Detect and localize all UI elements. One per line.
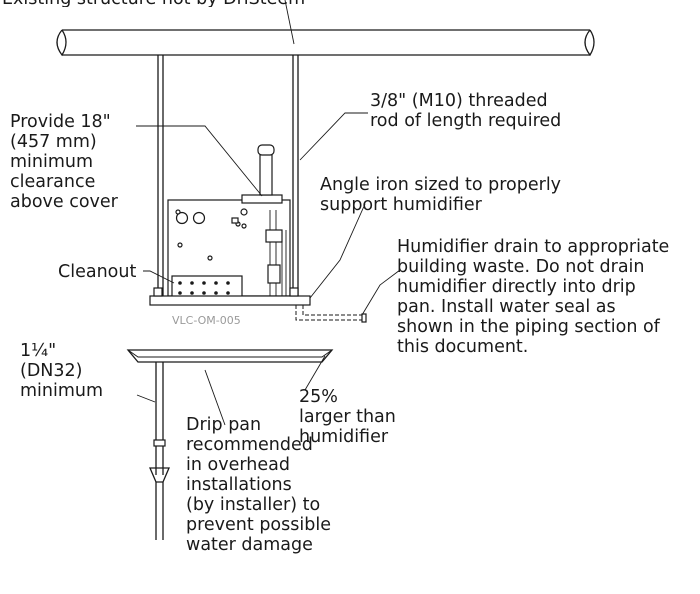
top-cut-label: Existing structure not by DriSteem	[2, 0, 305, 9]
angle-iron-label: Angle iron sized to properly support hum…	[320, 175, 567, 215]
drip-pan-label: Drip pan recommended in overhead install…	[186, 415, 337, 555]
leader-lines	[136, 112, 401, 426]
drain-pipe	[295, 305, 367, 323]
rod-label: 3/8" (M10) threaded rod of length requir…	[370, 91, 561, 131]
drawing-code: VLC-OM-005	[172, 314, 241, 327]
ceiling-beam	[56, 29, 595, 57]
pan-drain-pipe	[149, 362, 170, 540]
drain-label: Humidifier drain to appropriate building…	[397, 237, 675, 357]
svg-text:Existing structure not by DriS: Existing structure not by DriSteem	[2, 0, 305, 9]
cleanout-bolts	[178, 281, 230, 295]
cleanout-label: Cleanout	[58, 262, 136, 282]
threaded-rods	[157, 55, 299, 300]
pan-size-label: 25% larger than humidifier	[299, 387, 401, 447]
drip-pan	[126, 349, 334, 363]
top-leader	[284, 0, 295, 45]
angle-iron	[149, 287, 311, 306]
clearance-label: Provide 18" (457 mm) minimum clearance a…	[10, 112, 119, 212]
humidifier-unit	[167, 144, 291, 300]
pipe-size-label: 1¼" (DN32) minimum	[20, 341, 103, 401]
